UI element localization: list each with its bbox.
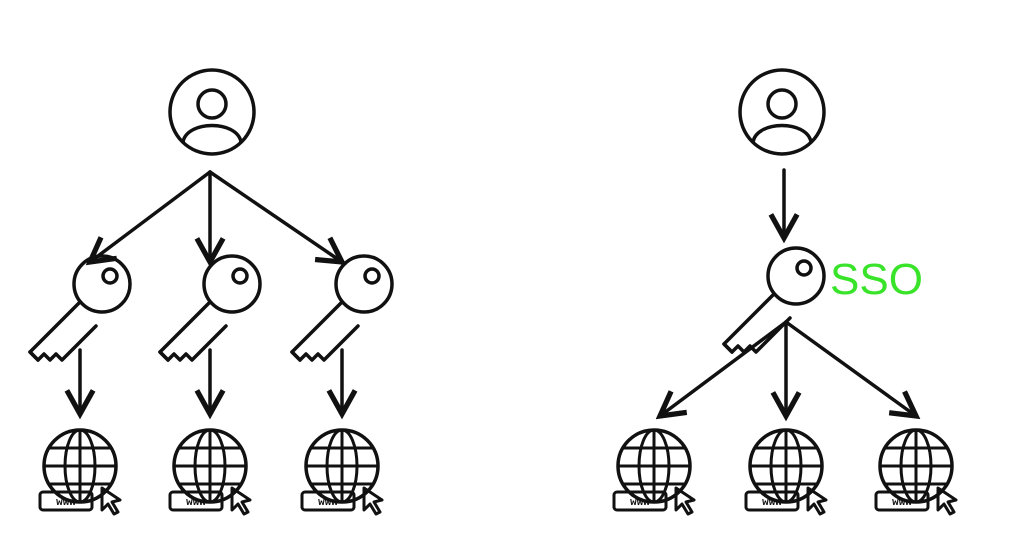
right-diagram: www www www xyxy=(612,68,958,516)
key-icon xyxy=(722,246,826,354)
left-diagram: www www www xyxy=(28,68,394,516)
user-icon xyxy=(738,68,826,156)
arrow xyxy=(208,170,342,262)
www-text: www xyxy=(762,497,782,509)
arrow xyxy=(90,170,212,262)
arrow xyxy=(660,320,788,416)
globe-www-icon: www xyxy=(744,428,828,516)
www-text: www xyxy=(630,497,650,509)
key-icon xyxy=(290,254,394,362)
globe-www-icon: www xyxy=(168,428,252,516)
globe-www-icon: www xyxy=(612,428,696,516)
sso-label: SSO xyxy=(830,255,923,304)
user-icon xyxy=(168,68,256,156)
key-icon xyxy=(158,254,262,362)
www-text: www xyxy=(318,497,338,509)
www-text: www xyxy=(56,497,76,509)
www-text: www xyxy=(186,497,206,509)
arrow xyxy=(784,320,916,416)
globe-www-icon: www xyxy=(38,428,122,516)
key-icon xyxy=(28,254,132,362)
www-text: www xyxy=(892,497,912,509)
globe-www-icon: www xyxy=(874,428,958,516)
globe-www-icon: www xyxy=(300,428,384,516)
